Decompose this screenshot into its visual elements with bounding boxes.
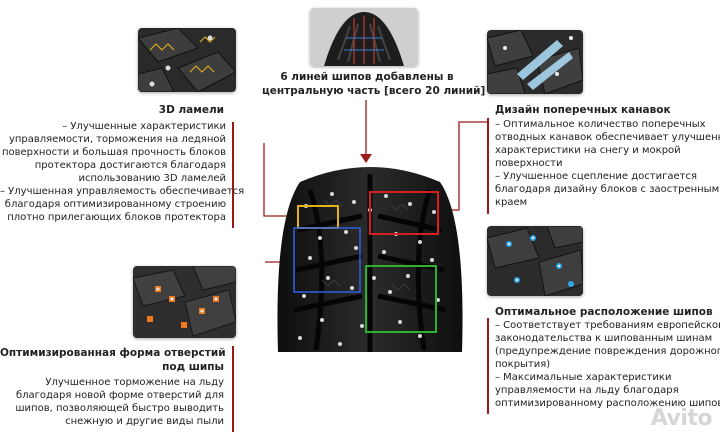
top-tread-image — [310, 8, 418, 66]
grooves-title: Дизайн поперечных канавок — [495, 104, 671, 116]
stud-placement-accent-bar — [487, 318, 489, 414]
lamellae-accent-bar — [232, 122, 234, 228]
stud-placement-title: Оптимальное расположение шипов — [495, 306, 713, 318]
grooves-image — [487, 30, 583, 94]
stud-holes-text: Улучшенное торможение на льду благодаря … — [15, 377, 224, 427]
lamellae-image — [138, 28, 236, 92]
watermark: Avito — [650, 406, 713, 431]
lamellae-text: – Улучшенные характеристики управляемост… — [0, 121, 245, 223]
top-arrow-head — [360, 154, 372, 163]
grooves-text: – Оптимальное количество поперечных отво… — [495, 119, 720, 208]
stud-placement-text: – Соответствует требованиям европейского… — [495, 320, 720, 409]
grooves-highlight-box — [369, 191, 439, 235]
stud-holes-title: Оптимизированная форма отверстий под шип… — [0, 347, 226, 373]
grooves-accent-bar — [487, 118, 489, 214]
stud-placement-highlight-box — [365, 265, 437, 333]
top-caption: 6 линей шипов добавлены в центральную ча… — [262, 71, 486, 97]
lamellae-title: 3D ламели — [158, 104, 224, 116]
stud-holes-highlight-box — [293, 227, 361, 293]
stud-holes-accent-bar — [232, 346, 234, 432]
stud-placement-image — [487, 226, 583, 296]
stud-holes-image — [133, 266, 236, 338]
tire-image — [270, 160, 470, 352]
